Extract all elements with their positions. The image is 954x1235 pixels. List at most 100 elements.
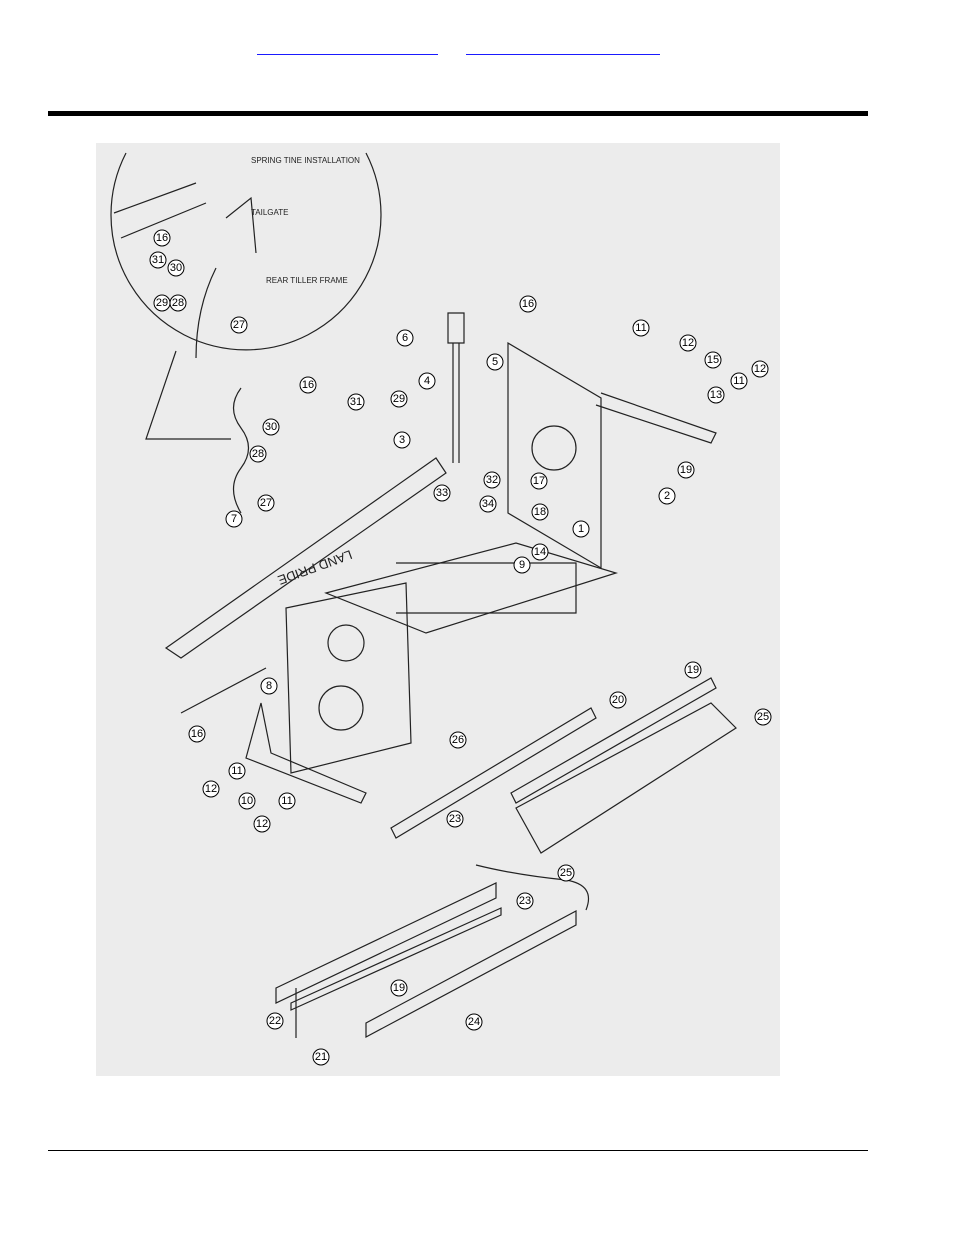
callout-number: 16 (191, 728, 203, 740)
callout-13: 13 (707, 386, 725, 404)
callout-25: 25 (754, 708, 772, 726)
callout-bubble (730, 372, 748, 390)
callout-7: 7 (225, 510, 243, 528)
callout-bubble (390, 979, 408, 997)
callout-number: 21 (315, 1051, 327, 1063)
callout-18: 18 (531, 503, 549, 521)
callout-10: 10 (238, 792, 256, 810)
callout-33: 33 (433, 484, 451, 502)
callout-bubble (312, 1048, 330, 1066)
bearing-hole-lower (318, 685, 364, 731)
callout-number: 29 (393, 393, 405, 405)
callout-number: 29 (156, 297, 168, 309)
right-skid (595, 392, 717, 444)
callout-28: 28 (169, 294, 187, 312)
callout-16: 16 (519, 295, 537, 313)
strip-20 (510, 677, 717, 804)
callout-bubble (225, 510, 243, 528)
callout-number: 1 (578, 523, 584, 535)
callout-bubble (446, 810, 464, 828)
callout-bubble (486, 353, 504, 371)
callout-bubble (230, 316, 248, 334)
bearing-hole-upper (327, 624, 365, 662)
callout-bubble (658, 487, 676, 505)
callout-number: 18 (534, 506, 546, 518)
callout-12: 12 (253, 815, 271, 833)
callout-number: 6 (402, 332, 408, 344)
callout-bubble (418, 372, 436, 390)
callout-number: 5 (492, 356, 498, 368)
callout-number: 26 (452, 734, 464, 746)
callout-bubble (679, 334, 697, 352)
callout-number: 20 (612, 694, 624, 706)
callout-2: 2 (658, 487, 676, 505)
callout-number: 23 (519, 895, 531, 907)
callout-bubble (531, 543, 549, 561)
left-skid (245, 702, 367, 804)
header-link-1[interactable] (257, 38, 438, 55)
callout-31: 31 (149, 251, 167, 269)
callout-3: 3 (393, 431, 411, 449)
header-link-2[interactable] (466, 38, 660, 55)
rear-tiller-frame-label: REAR TILLER FRAME (266, 276, 348, 285)
callout-bubble (449, 731, 467, 749)
callout-number: 15 (707, 354, 719, 366)
callout-number: 9 (519, 559, 525, 571)
callout-number: 11 (281, 795, 292, 807)
callout-12: 12 (202, 780, 220, 798)
callout-bubble (262, 418, 280, 436)
left-side-plate (285, 582, 412, 774)
callout-bubble (188, 725, 206, 743)
callout-number: 28 (172, 297, 184, 309)
callout-bubble (149, 251, 167, 269)
bearing-hole-right (531, 425, 577, 471)
main-frame (324, 542, 619, 634)
callout-number: 10 (241, 795, 253, 807)
blade-25 (515, 702, 737, 854)
frame-tube (396, 562, 577, 614)
callout-number: 14 (534, 546, 546, 558)
detail-leader (145, 350, 231, 440)
callout-number: 19 (393, 982, 405, 994)
strip-24 (365, 910, 577, 1038)
callout-bubble (390, 390, 408, 408)
callout-number: 16 (156, 232, 168, 244)
callout-bubble (519, 295, 537, 313)
callout-21: 21 (312, 1048, 330, 1066)
callout-29: 29 (390, 390, 408, 408)
callout-bubble (228, 762, 246, 780)
callout-number: 12 (682, 337, 694, 349)
callout-25: 25 (557, 864, 575, 882)
callout-number: 16 (302, 379, 314, 391)
callout-11: 11 (228, 762, 246, 780)
callout-bubble (260, 677, 278, 695)
callout-bubble (249, 445, 267, 463)
cable-detail (195, 267, 217, 359)
callout-11: 11 (730, 372, 748, 390)
callout-number: 3 (399, 434, 405, 446)
callout-number: 32 (486, 474, 498, 486)
callout-30: 30 (167, 259, 185, 277)
callout-number: 30 (265, 421, 277, 433)
callout-bubble (167, 259, 185, 277)
callout-26: 26 (449, 731, 467, 749)
callout-32: 32 (483, 471, 501, 489)
callout-number: 34 (482, 498, 494, 510)
callout-number: 12 (754, 363, 766, 375)
callout-number: 17 (533, 475, 545, 487)
callout-bubble (754, 708, 772, 726)
callout-bubble (707, 386, 725, 404)
callout-bubble (704, 351, 722, 369)
callout-number: 16 (522, 298, 534, 310)
callout-number: 11 (635, 322, 646, 334)
callout-number: 8 (266, 680, 272, 692)
callout-number: 27 (260, 497, 272, 509)
callout-number: 27 (233, 319, 245, 331)
callout-8: 8 (260, 677, 278, 695)
callout-bubble (483, 471, 501, 489)
callout-14: 14 (531, 543, 549, 561)
callout-16: 16 (299, 376, 317, 394)
callout-number: 19 (687, 664, 699, 676)
strip-23-lower (290, 907, 502, 1011)
callout-22: 22 (266, 1012, 284, 1030)
